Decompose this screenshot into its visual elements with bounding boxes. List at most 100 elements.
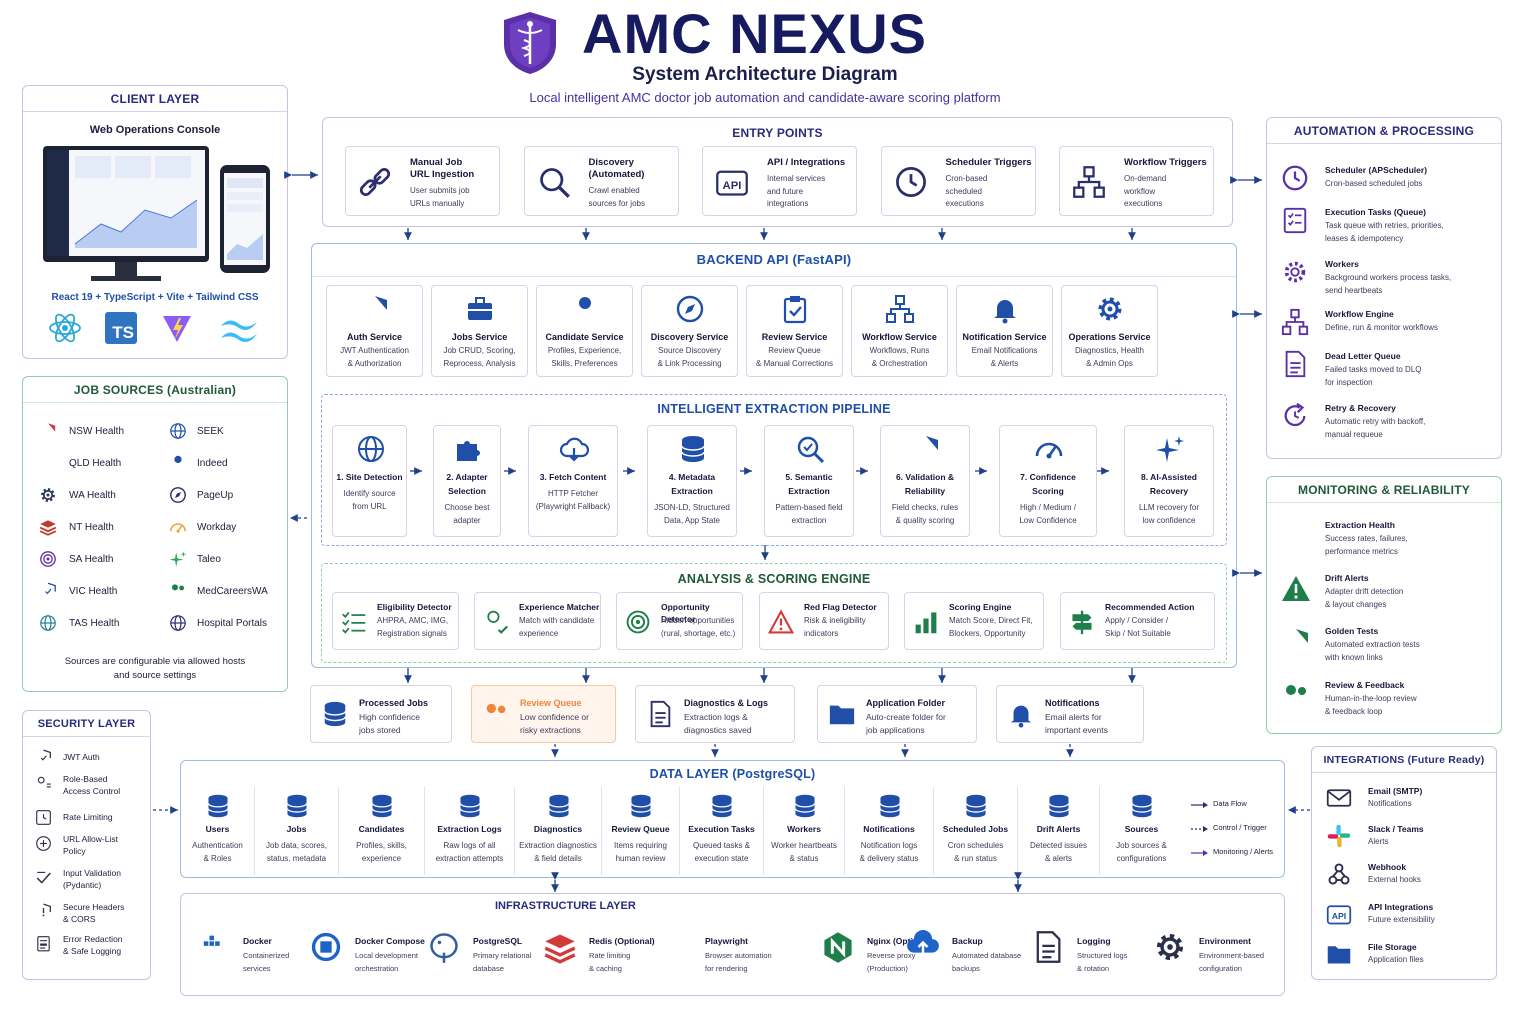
analysis-barchart-icon: [915, 612, 937, 634]
desc-line: Success rates, failures,: [1325, 534, 1408, 543]
desc-line: HTTP Fetcher: [547, 489, 599, 498]
security-item-line: Input Validation: [63, 868, 121, 878]
table-desc: Detected issues& alerts: [1018, 839, 1099, 865]
security-plusc-icon: [36, 836, 51, 851]
desc-line: Job CRUD, Scoring,: [443, 346, 516, 355]
service-desc: Job CRUD, Scoring,Reprocess, Analysis: [432, 345, 527, 370]
step-sparkle-icon: [1156, 436, 1184, 462]
desc-line: Items requiring: [614, 841, 667, 850]
security-redact-icon: [37, 936, 50, 952]
monitoring-item-desc: Success rates, failures,performance metr…: [1325, 533, 1408, 558]
title-line: Recovery: [1149, 486, 1189, 496]
desc-line: & rotation: [1077, 963, 1110, 973]
security-item-line: Secure Headers: [63, 902, 125, 912]
desc-line: and future: [767, 186, 804, 196]
service-desc: Source Discovery& Link Processing: [642, 345, 737, 370]
desc-line: Structured logs: [1077, 951, 1128, 960]
react-icon: [47, 312, 83, 349]
automation-title: AUTOMATION & PROCESSING: [1267, 118, 1501, 144]
source-name: Workday: [197, 522, 237, 533]
desc-line: Cron schedules: [947, 841, 1004, 850]
table-name: Review Queue: [611, 824, 670, 834]
infra-desc: Rate limiting& caching: [589, 950, 630, 975]
monitoring-warnfill-icon: [1282, 576, 1310, 601]
integration-desc: Application files: [1368, 955, 1424, 964]
output-people-icon: [486, 703, 506, 714]
database-icon: [207, 794, 228, 818]
automation-tasklist-icon: [1283, 207, 1307, 234]
desc-line: sources for jobs: [588, 198, 645, 208]
tagline: Local intelligent AMC doctor job automat…: [529, 90, 1001, 105]
desc-line: execution state: [694, 854, 749, 863]
desc-line: Automated extraction tests: [1325, 640, 1420, 649]
source-logo-icon: [39, 520, 57, 536]
entry-card-title: Workflow Triggers: [1124, 157, 1207, 169]
title-line: 2. Adapter: [446, 472, 488, 482]
security-timer-icon: [36, 810, 51, 825]
security-item: Input Validation(Pydantic): [63, 867, 121, 891]
infra-desc: Structured logs & rotation: [1077, 950, 1127, 975]
automation-item-title: Workers: [1325, 259, 1359, 269]
desc-line: services: [243, 963, 271, 973]
desc-line: & Orchestration: [871, 358, 928, 368]
sources-note-line1: Sources are configurable via allowed hos…: [64, 656, 246, 667]
phone-icon: [219, 164, 271, 279]
database-icon: [794, 794, 815, 818]
integration-webhook-icon: [1328, 863, 1350, 885]
desc-line: Email alerts for: [1045, 712, 1102, 722]
source-name: MedCareersWA: [197, 586, 268, 597]
desc-line: Environment-based: [1199, 951, 1265, 960]
